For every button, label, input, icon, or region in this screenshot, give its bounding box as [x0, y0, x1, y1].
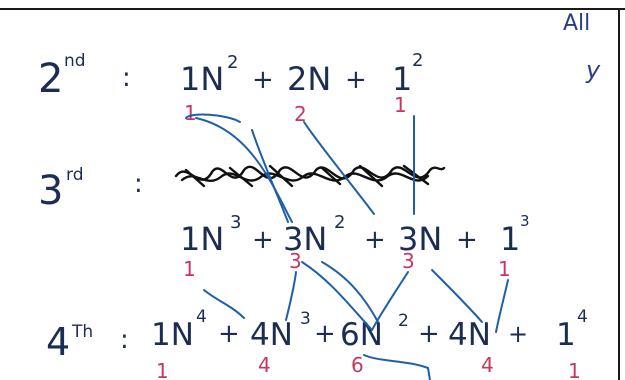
coef-third-4: 1: [498, 257, 511, 281]
arrow-third-2-left: [285, 271, 297, 321]
exponent-third-4: 3: [520, 212, 530, 230]
plus-third-2: +: [364, 225, 386, 255]
frame-right-border: [618, 8, 620, 380]
term-second-2: 2N: [287, 60, 331, 98]
arrow-crossing-long: [321, 261, 379, 323]
coef-fourth-2: 4: [258, 353, 271, 377]
arrow-third-2-right: [301, 261, 373, 331]
coef-fourth-4: 4: [481, 353, 494, 377]
arrow-second-1-down: [185, 113, 241, 123]
term-second-3: 1: [392, 60, 412, 98]
plus-fourth-1: +: [218, 319, 240, 349]
exponent-second-1: 2: [227, 52, 238, 73]
plus-third-1: +: [252, 225, 274, 255]
exponent-third-2: 2: [334, 212, 345, 233]
arrow-third-3-right: [431, 269, 483, 323]
plus-second-1: +: [252, 65, 274, 95]
exponent-fourth-5: 4: [577, 307, 588, 327]
arrow-third-1-to-fourth: [203, 289, 245, 319]
coef-third-2: 3: [289, 249, 302, 273]
plus-fourth-3: +: [418, 319, 440, 349]
arrow-third-4-down: [495, 279, 509, 333]
crossed-out-scribble: [174, 164, 446, 188]
exponent-fourth-2: 3: [300, 309, 311, 329]
coef-fourth-5: 1: [568, 359, 581, 380]
exponent-fourth-3: 2: [398, 311, 409, 331]
arrow-bottom-loop: [363, 354, 431, 380]
term-fourth-5: 1: [556, 317, 576, 353]
term-third-3: 3N: [398, 220, 442, 258]
plus-fourth-4: +: [508, 320, 528, 348]
coef-fourth-1: 1: [156, 359, 169, 380]
row-label-second: 2: [38, 56, 63, 102]
frame-top-border: [0, 8, 625, 10]
coef-third-1: 1: [183, 257, 196, 281]
coef-fourth-3: 6: [351, 353, 364, 377]
coef-second-3: 1: [394, 93, 407, 117]
arrow-second-1-to-third: [195, 117, 293, 223]
corner-note-mark: y: [585, 56, 601, 84]
row-label-third: 3: [38, 168, 63, 214]
arrow-second-2-right: [303, 121, 375, 215]
row-label-fourth: 4: [46, 320, 70, 364]
coef-second-1: 1: [184, 101, 197, 125]
coef-third-3: 3: [402, 249, 415, 273]
row-label-third-suffix: rd: [66, 165, 83, 185]
arrow-third-3-left: [371, 271, 409, 331]
row-colon-second: :: [122, 63, 131, 93]
term-third-2: 3N: [283, 220, 327, 258]
corner-note-all: All: [563, 11, 590, 36]
exponent-third-1: 3: [230, 212, 241, 233]
arrow-second-2-left: [251, 129, 289, 223]
coef-second-2: 2: [294, 102, 307, 126]
term-fourth-4: 4N: [448, 317, 491, 353]
term-second-1: 1N: [180, 60, 224, 98]
plus-fourth-2: +: [314, 319, 336, 349]
row-label-fourth-suffix: Th: [71, 322, 93, 342]
plus-second-2: +: [345, 65, 367, 95]
term-third-1: 1N: [180, 220, 224, 258]
term-third-4: 1: [500, 220, 520, 258]
term-fourth-2: 4N: [250, 317, 293, 353]
exponent-fourth-1: 4: [196, 307, 207, 327]
term-fourth-1: 1N: [151, 317, 194, 353]
row-colon-third: :: [134, 169, 143, 199]
exponent-second-3: 2: [412, 50, 423, 71]
plus-third-3: +: [456, 225, 478, 255]
row-colon-fourth: :: [120, 325, 129, 355]
row-label-second-suffix: nd: [64, 51, 86, 71]
